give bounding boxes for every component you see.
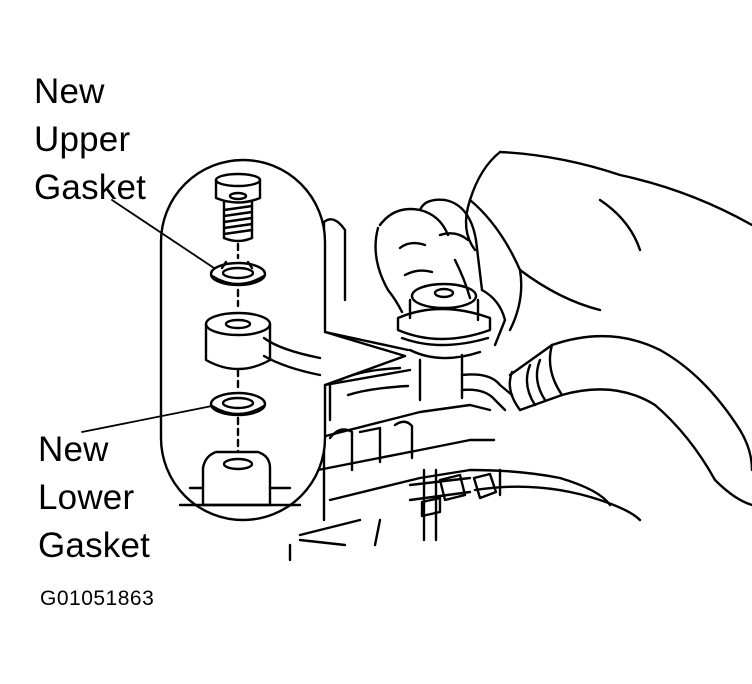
pressure-regulator: [396, 282, 514, 412]
detail-callout: [159, 158, 412, 522]
fuel-hose: [508, 334, 752, 507]
rail-boss: [178, 450, 302, 507]
lower-gasket: [209, 391, 267, 417]
upper-gasket-label-line3: Gasket: [34, 168, 147, 207]
figure-code: G01051863: [40, 587, 155, 610]
banjo-fitting: [204, 311, 322, 377]
lower-gasket-label-line1: New: [38, 430, 109, 469]
upper-gasket-leader: [111, 199, 215, 269]
callout-parts: [178, 172, 322, 507]
leader-lines: [81, 199, 215, 433]
lower-gasket-leader: [81, 405, 213, 433]
upper-gasket-label-line2: Upper: [34, 120, 131, 159]
upper-gasket-label-line1: New: [34, 72, 105, 111]
banjo-bolt: [214, 172, 262, 243]
hand: [374, 150, 752, 347]
engine-body: [288, 218, 642, 562]
upper-gasket: [209, 260, 267, 287]
lower-gasket-label-line2: Lower: [38, 478, 135, 517]
lower-gasket-label-line3: Gasket: [38, 526, 151, 565]
